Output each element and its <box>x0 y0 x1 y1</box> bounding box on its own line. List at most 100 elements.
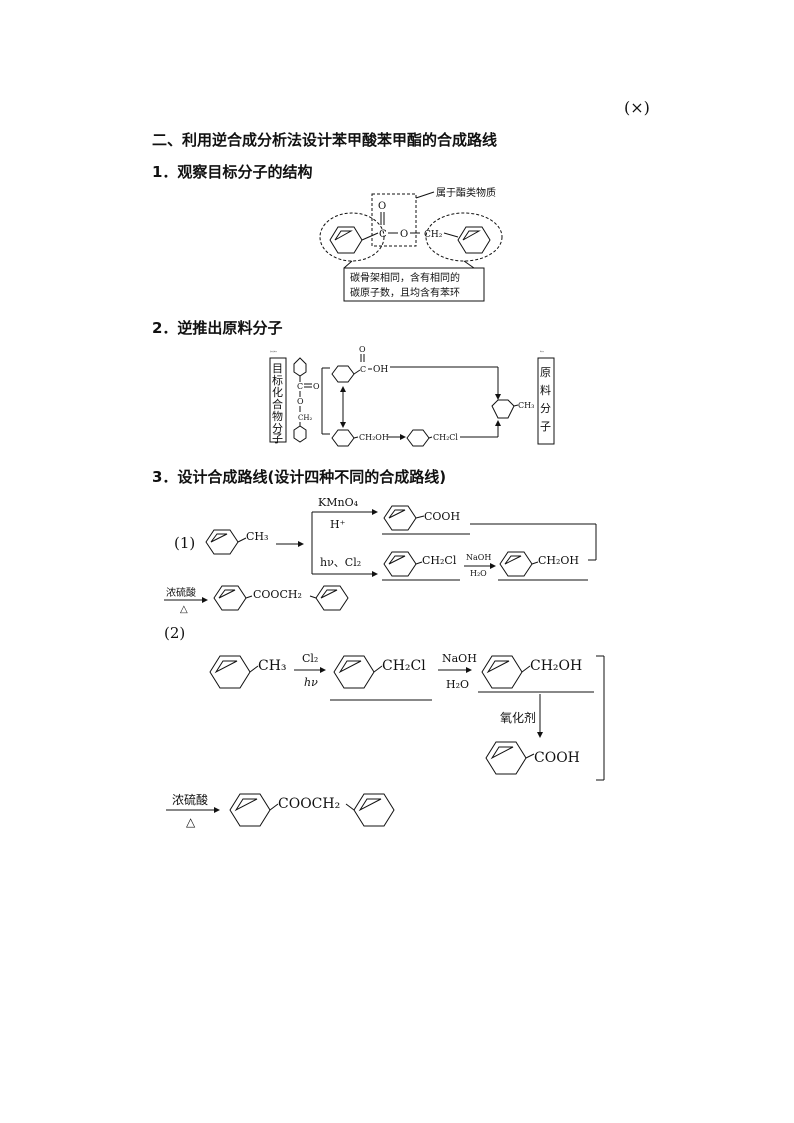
route1-ring-benzyl-chloride-inner <box>388 555 406 565</box>
dashed-ellipse-left <box>319 212 385 262</box>
answer-mark: (×) <box>624 98 650 117</box>
target-box <box>269 357 287 443</box>
target-label: 目标化合物分子 <box>272 362 283 445</box>
route2-start: CH₃ <box>258 658 287 674</box>
step3-title: 3．设计合成路线(设计四种不同的合成路线) <box>152 468 447 486</box>
note-line-1: 碳骨架相同，含有相同的 <box>350 271 460 284</box>
benzene-ring-right-inner <box>462 230 481 241</box>
route1-reagent-kmno4: KMnO₄ <box>318 496 359 509</box>
route1-start: CH₃ <box>246 530 268 543</box>
ring-benzyl-alcohol <box>331 429 355 447</box>
route1-product-cooh: COOH <box>424 510 460 523</box>
section-title: 二、利用逆合成分析法设计苯甲酸苯甲酯的合成路线 <box>152 131 498 149</box>
route2-oxidant: 氧化剂 <box>500 710 536 725</box>
route1-ring-ester-right <box>315 585 349 611</box>
route2-final: COOCH₂ <box>278 796 340 812</box>
step1-title: 1．观察目标分子的结构 <box>152 163 313 181</box>
route1-esterify-reagent: 浓硫酸 <box>166 586 196 599</box>
route2-label: (2) <box>164 624 185 642</box>
route1-product-ch2oh: CH₂OH <box>538 554 579 567</box>
route1-esterify-condition: △ <box>180 604 188 615</box>
route2-ring-ester-right-inner <box>358 798 382 812</box>
target-atom-c: C <box>297 382 303 391</box>
alcohol-ch2oh: CH₂OH <box>359 433 389 442</box>
label-ester-class: 属于酯类物质 <box>436 186 496 199</box>
route2-figure: (2) CH₃ Cl₂ hν CH₂Cl NaOH H₂O CH₂OH 氧化剂 … <box>164 624 605 829</box>
chloride-ch2cl: CH₂Cl <box>433 433 458 442</box>
ring-target-bottom <box>293 425 307 443</box>
route2-product-ch2cl: CH₂Cl <box>382 658 426 674</box>
route2-esterify-condition: △ <box>186 815 196 829</box>
ring-benzyl-chloride <box>406 429 430 447</box>
target-atom-o-carbonyl: O <box>313 382 320 391</box>
retrosynthesis-figure: 目标化合物分子 目标化合物分子 C O O CH₂ C O OH CH₂OH C… <box>269 345 555 447</box>
route1-condition-h: H⁺ <box>330 518 346 531</box>
svg-text:原料分子: 原料分子 <box>540 350 544 353</box>
route1-ring-benzyl-alcohol-inner <box>504 555 522 565</box>
target-atom-o: O <box>297 397 304 406</box>
route1-reagent-h2o: H₂O <box>470 569 487 578</box>
arrow-head <box>537 732 543 738</box>
arrow-head <box>466 667 472 673</box>
arrow-head <box>400 434 406 440</box>
toluene-ch3: CH₃ <box>518 401 534 410</box>
arrow-head <box>202 597 208 603</box>
note-line-2: 碳原子数，且均含有苯环 <box>350 286 460 299</box>
route2-ring-ester-left-inner <box>234 798 258 812</box>
raw-material-box <box>537 357 555 445</box>
ring-toluene <box>491 399 515 419</box>
svg-text:目标化合物分子: 目标化合物分子 <box>270 350 277 353</box>
arrow-head <box>320 667 326 673</box>
arrow-head <box>490 563 496 569</box>
route2-ring-benzoic-acid-inner <box>490 746 514 760</box>
route1-ring-ester-left-inner <box>218 589 236 599</box>
raw-material-label: 原料分子 <box>540 366 551 433</box>
route2-condition-hv: hν <box>304 676 318 689</box>
acid-atom-o: O <box>359 345 366 354</box>
arrow-head <box>372 509 378 515</box>
route1-product-ch2cl: CH₂Cl <box>422 554 457 567</box>
arrow-head <box>214 807 220 813</box>
route1-ring-toluene-inner <box>210 533 228 543</box>
atom-o-top: O <box>378 201 386 212</box>
group-ch2: CH₂ <box>424 230 443 240</box>
arrow-head <box>372 571 378 577</box>
route2-product-cooh: COOH <box>534 750 580 766</box>
route1-ring-ester-right-inner <box>320 589 338 599</box>
benzene-ring-right <box>457 226 491 254</box>
acid-atom-c: C <box>360 365 366 374</box>
arrow-head <box>495 420 501 426</box>
route2-ring-toluene-inner <box>214 660 238 674</box>
route2-product-ch2oh: CH₂OH <box>530 658 582 674</box>
route2-ring-benzyl-chloride-inner <box>338 660 362 674</box>
target-structure-figure: C O O CH₂ 属于酯类物质 碳骨架相同，含有相同的 碳原子数，且均含有苯环 <box>319 186 503 302</box>
atom-o-mid: O <box>400 229 408 240</box>
ring-target-top <box>293 357 307 377</box>
route2-esterify-reagent: 浓硫酸 <box>172 792 208 807</box>
arrow-head <box>495 394 501 400</box>
route1-figure: (1) CH₃ KMnO₄ H⁺ hν、Cl₂ COOH CH₂Cl NaOH … <box>164 496 597 615</box>
route1-label: (1) <box>174 534 195 552</box>
route1-ring-benzoic-acid <box>383 505 417 531</box>
target-ch2: CH₂ <box>298 414 312 422</box>
arrow-head <box>340 422 346 428</box>
arrow-head <box>298 541 304 547</box>
route1-final: COOCH₂ <box>253 588 302 601</box>
ring-benzoic-acid <box>331 365 355 383</box>
route2-reagent-cl2: Cl₂ <box>302 652 318 665</box>
route1-ring-benzoic-acid-inner <box>388 509 406 519</box>
benzene-ring-left-inner <box>334 230 353 241</box>
dashed-box-ester <box>371 193 417 247</box>
route2-ring-ester-right <box>353 793 395 827</box>
acid-oh: OH <box>373 365 388 375</box>
dashed-ellipse-right <box>425 212 503 262</box>
route2-ring-benzyl-alcohol-inner <box>486 660 510 674</box>
route1-reagent-hv-cl2: hν、Cl₂ <box>320 556 361 569</box>
route1-reagent-naoh: NaOH <box>466 553 491 562</box>
step2-title: 2．逆推出原料分子 <box>152 319 283 337</box>
arrow-head <box>340 386 346 392</box>
route2-reagent-naoh: NaOH <box>442 652 477 665</box>
note-box <box>343 267 485 302</box>
atom-c: C <box>379 229 387 240</box>
route2-reagent-h2o: H₂O <box>446 678 469 691</box>
